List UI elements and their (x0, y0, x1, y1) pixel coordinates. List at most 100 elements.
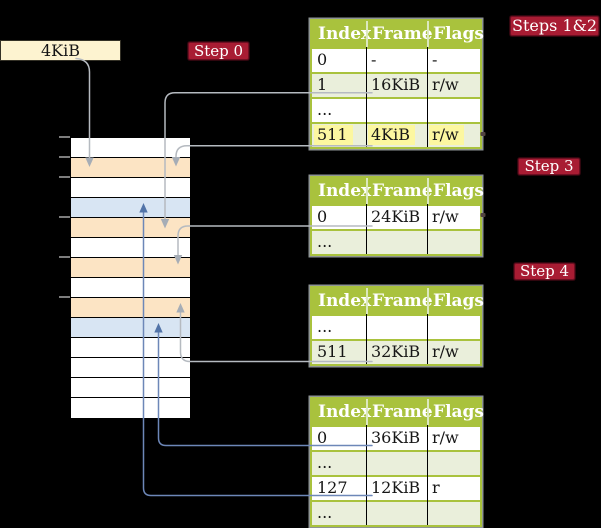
page-table-3: Index Frame Flags ... 511 32KiB r/w (310, 286, 484, 366)
memory-frame-row (71, 298, 190, 318)
cell-frame (366, 502, 427, 525)
column-divider (366, 204, 367, 254)
highlight-mark: r/w (429, 125, 464, 145)
cell-index: 0 (317, 207, 328, 226)
cell-frame: 12KiB (371, 478, 421, 497)
memory-frame-row (71, 178, 190, 198)
memory-frame-row (71, 318, 190, 338)
column-divider (427, 47, 428, 147)
cell-index: 127 (317, 478, 348, 497)
cell-flags (427, 452, 480, 475)
cell-index: 1 (317, 75, 328, 94)
column-header-frame: Frame (372, 291, 433, 311)
memory-frame-row (71, 198, 190, 218)
memory-frame-row (71, 378, 190, 398)
cell-index: ... (317, 232, 333, 251)
column-header-frame: Frame (372, 402, 433, 422)
memory-frame-row (71, 158, 190, 178)
highlight-mark: 4KiB (368, 125, 416, 145)
badge-step-4: Step 4 (514, 263, 575, 280)
cell-frame: - (371, 50, 377, 69)
column-header-index: Index (318, 181, 372, 201)
table-row: 0 24KiB r/w (312, 204, 480, 229)
table-header-row: Index Frame Flags (312, 21, 484, 47)
column-header-index: Index (318, 24, 372, 44)
cell-flags: r/w (432, 342, 459, 361)
cell-index: 0 (317, 428, 328, 447)
table-row: 0 - - (312, 47, 480, 72)
cell-index: ... (317, 503, 333, 522)
address-tick (59, 136, 70, 138)
address-tick (59, 216, 70, 218)
column-header-flags: Flags (433, 291, 484, 311)
address-tick (59, 156, 70, 158)
column-divider (366, 47, 367, 147)
header-divider (427, 21, 429, 47)
column-divider (427, 314, 428, 364)
cell-frame: 24KiB (371, 207, 421, 226)
cell-frame (366, 99, 427, 122)
column-divider (427, 425, 428, 525)
page-table-4: Index Frame Flags 0 36KiB r/w ... 127 12… (310, 397, 484, 527)
memory-frame-row (71, 258, 190, 278)
table-header-row: Index Frame Flags (312, 399, 484, 425)
table-row: ... (312, 229, 480, 254)
cell-frame: 36KiB (371, 428, 421, 447)
header-divider (366, 178, 368, 204)
cell-flags: r/w (432, 428, 459, 447)
cell-frame (366, 231, 427, 254)
header-divider (427, 178, 429, 204)
column-header-frame: Frame (372, 181, 433, 201)
badge-step-0: Step 0 (188, 42, 249, 60)
memory-stack (70, 137, 191, 419)
table-row: ... (312, 450, 480, 475)
memory-frame-row (71, 218, 190, 238)
column-header-flags: Flags (433, 24, 484, 44)
memory-frame-row (71, 398, 190, 418)
cell-index: 511 (317, 342, 348, 361)
cell-flags: r/w (432, 75, 459, 94)
cell-index: 0 (317, 50, 328, 69)
table-row: 0 36KiB r/w (312, 425, 480, 450)
table-row-highlighted: 511 4KiB r/w (312, 122, 480, 147)
cell-frame (366, 452, 427, 475)
header-divider (427, 288, 429, 314)
frame-size-label: 4KiB (1, 41, 120, 60)
column-divider (427, 204, 428, 254)
page-table-1: Index Frame Flags 0 - - 1 16KiB r/w ... … (310, 19, 484, 149)
badge-steps-1-2: Steps 1&2 (510, 16, 599, 36)
cell-frame: 4KiB (366, 124, 427, 147)
header-divider (366, 21, 368, 47)
table-row: 1 16KiB r/w (312, 72, 480, 97)
cell-flags (427, 231, 480, 254)
cell-index: ... (317, 100, 333, 119)
table-row: 127 12KiB r (312, 475, 480, 500)
header-divider (427, 399, 429, 425)
column-header-index: Index (318, 291, 372, 311)
memory-frame-row (71, 238, 190, 258)
column-header-index: Index (318, 402, 372, 422)
cell-flags (427, 99, 480, 122)
table-header-row: Index Frame Flags (312, 288, 484, 314)
column-divider (366, 314, 367, 364)
table-row: ... (312, 97, 480, 122)
memory-frame-row (71, 138, 190, 158)
table-row: 511 32KiB r/w (312, 339, 480, 364)
table-header-row: Index Frame Flags (312, 178, 484, 204)
memory-frame-row (71, 278, 190, 298)
highlight-mark: 511 (314, 125, 353, 145)
cell-frame: 32KiB (371, 342, 421, 361)
page-table-2: Index Frame Flags 0 24KiB r/w ... (310, 176, 484, 256)
table-row: ... (312, 314, 480, 339)
header-divider (366, 399, 368, 425)
address-tick (59, 296, 70, 298)
cell-frame (366, 316, 427, 339)
cell-index: 511 (312, 124, 366, 147)
cell-flags: - (432, 50, 438, 69)
column-header-frame: Frame (372, 24, 433, 44)
cell-index: ... (317, 453, 333, 472)
cell-flags (427, 502, 480, 525)
cell-flags: r (432, 478, 440, 497)
cell-flags (427, 316, 480, 339)
badge-step-3: Step 3 (518, 158, 580, 175)
